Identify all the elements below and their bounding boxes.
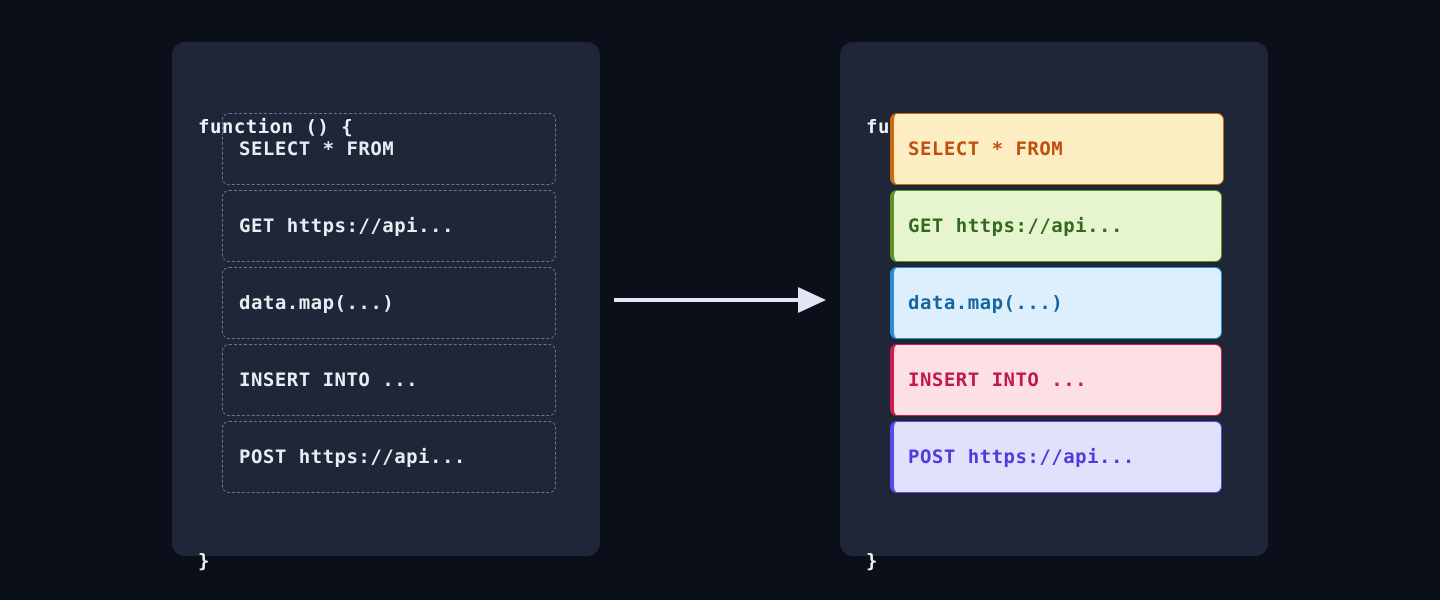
before-statement-label: SELECT * FROM <box>239 138 395 160</box>
transform-arrow <box>614 283 826 317</box>
after-statement-row-http-get[interactable]: GET https://api... <box>890 190 1222 262</box>
after-statement-row-compute-map[interactable]: data.map(...) <box>890 267 1222 339</box>
after-statement-label: POST https://api... <box>908 446 1135 468</box>
before-statement-row[interactable]: POST https://api... <box>222 421 556 493</box>
after-statement-list: SELECT * FROM GET https://api... data.map(… <box>890 113 1224 498</box>
before-statement-label: GET https://api... <box>239 215 454 237</box>
arrow-icon <box>614 287 826 313</box>
before-statement-row[interactable]: GET https://api... <box>222 190 556 262</box>
function-close-after: } <box>866 550 878 572</box>
before-statement-label: INSERT INTO ... <box>239 369 419 391</box>
after-statement-label: INSERT INTO ... <box>908 369 1088 391</box>
after-statement-label: SELECT * FROM <box>908 138 1064 160</box>
before-statement-row[interactable]: SELECT * FROM <box>222 113 556 185</box>
before-statement-row[interactable]: data.map(...) <box>222 267 556 339</box>
function-open-before: function () { <box>198 116 354 138</box>
after-statement-row-sql-insert[interactable]: INSERT INTO ... <box>890 344 1222 416</box>
arrow-head <box>798 287 826 313</box>
after-statement-row-http-post[interactable]: POST https://api... <box>890 421 1222 493</box>
before-statement-label: data.map(...) <box>239 292 395 314</box>
after-statement-label: GET https://api... <box>908 215 1123 237</box>
before-panel: function () { SELECT * FROM GET https://a… <box>172 42 600 572</box>
before-statement-label: POST https://api... <box>239 446 466 468</box>
after-statement-row-sql-select[interactable]: SELECT * FROM <box>890 113 1224 185</box>
function-close-before: } <box>198 550 210 572</box>
before-statement-list: SELECT * FROM GET https://api... data.map(… <box>222 113 556 498</box>
before-statement-row[interactable]: INSERT INTO ... <box>222 344 556 416</box>
after-statement-label: data.map(...) <box>908 292 1064 314</box>
